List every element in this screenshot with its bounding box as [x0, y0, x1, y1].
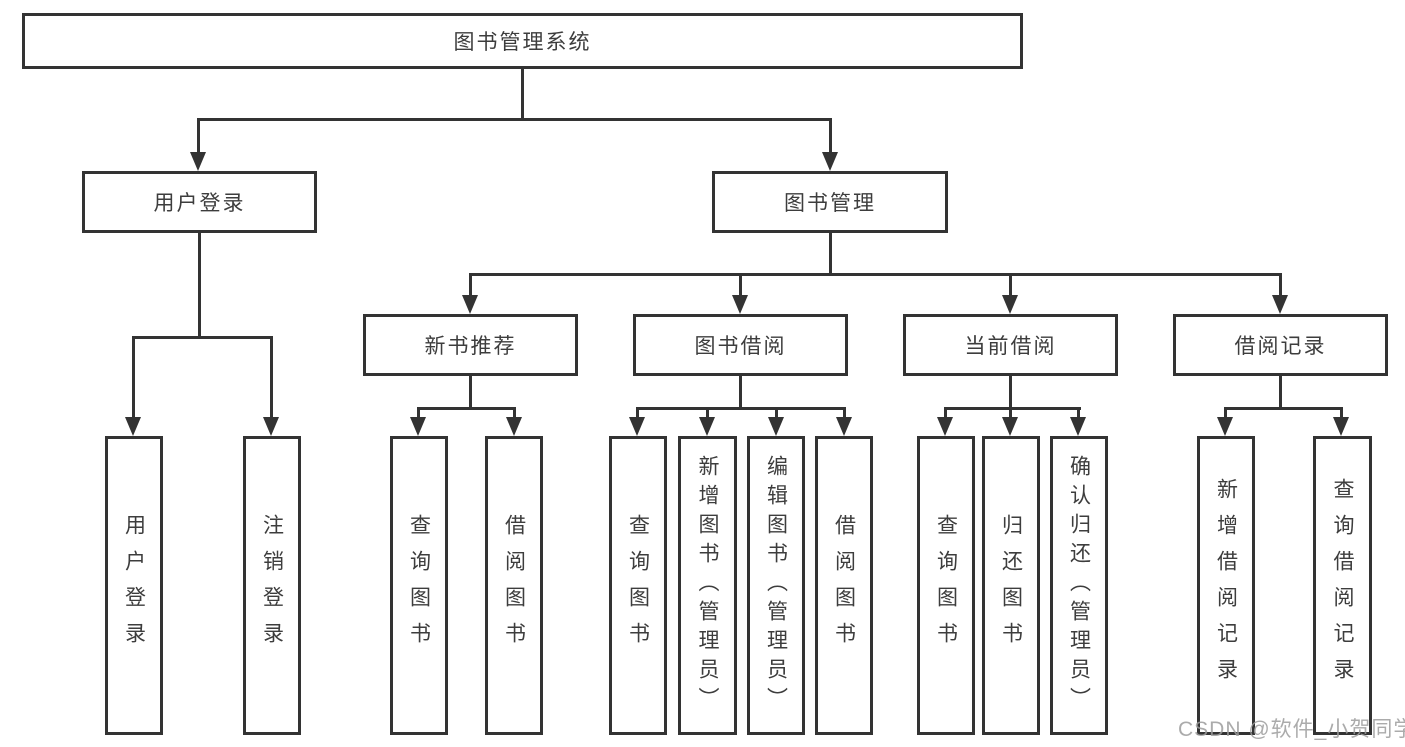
leaf-recommend-borrow-books: 借阅图书: [485, 436, 543, 735]
arrowhead-current-confirm: [1070, 417, 1086, 436]
arrowhead-borrow-add: [699, 417, 715, 436]
node-new-book-recommend: 新书推荐: [363, 314, 578, 376]
connector-recommend-rail: [417, 407, 516, 410]
arrowhead-records-add: [1217, 417, 1233, 436]
connector-to-current-return: [1009, 407, 1012, 418]
connector-records-rail: [1224, 407, 1343, 410]
connector-to-book-management: [829, 118, 832, 153]
connector-to-leaf-logout: [270, 336, 273, 418]
arrowhead-borrow-records: [1272, 295, 1288, 314]
arrowhead-leaf-logout: [263, 417, 279, 436]
leaf-confirm-return-admin-label: 确认归还（管理员）: [1067, 455, 1091, 716]
leaf-return-book: 归还图书: [982, 436, 1040, 735]
leaf-user-login: 用户登录: [105, 436, 163, 735]
node-borrow-records: 借阅记录: [1173, 314, 1388, 376]
connector-recommend-stem: [469, 376, 472, 407]
connector-to-borrow-edit: [775, 407, 778, 418]
node-user-login: 用户登录: [82, 171, 317, 233]
connector-records-stem: [1279, 376, 1282, 407]
node-book-borrow: 图书借阅: [633, 314, 848, 376]
leaf-borrow-borrow-books-label: 借阅图书: [832, 513, 856, 658]
connector-to-records-add: [1224, 407, 1227, 418]
connector-to-borrow-add: [706, 407, 709, 418]
leaf-add-borrow-record: 新增借阅记录: [1197, 436, 1255, 735]
connector-user-login-rail: [132, 336, 273, 339]
connector-root-stem: [521, 69, 524, 118]
arrowhead-current-query: [937, 417, 953, 436]
connector-borrow-stem: [739, 376, 742, 407]
arrowhead-current-borrow: [1002, 295, 1018, 314]
arrowhead-borrow-borrow: [836, 417, 852, 436]
leaf-confirm-return-admin: 确认归还（管理员）: [1050, 436, 1108, 735]
leaf-edit-book-admin-label: 编辑图书（管理员）: [764, 455, 788, 716]
leaf-edit-book-admin: 编辑图书（管理员）: [747, 436, 805, 735]
connector-to-new-book-recommend: [469, 273, 472, 296]
connector-to-leaf-user-login: [132, 336, 135, 418]
connector-borrow-rail: [636, 407, 846, 410]
leaf-recommend-query-books-label: 查询图书: [407, 513, 431, 658]
connector-to-borrow-query: [636, 407, 639, 418]
node-book-management: 图书管理: [712, 171, 948, 233]
connector-to-borrow-borrow: [843, 407, 846, 418]
leaf-current-query-books-label: 查询图书: [934, 513, 958, 658]
leaf-borrow-borrow-books: 借阅图书: [815, 436, 873, 735]
connector-to-records-query: [1340, 407, 1343, 418]
connector-to-borrow-records: [1279, 273, 1282, 296]
connector-to-recommend-borrow: [513, 407, 516, 418]
connector-to-current-query: [944, 407, 947, 418]
connector-user-login-stem: [198, 233, 201, 336]
leaf-current-query-books: 查询图书: [917, 436, 975, 735]
connector-to-book-borrow: [739, 273, 742, 296]
leaf-recommend-borrow-books-label: 借阅图书: [502, 513, 526, 658]
arrowhead-user-login: [190, 152, 206, 171]
leaf-query-borrow-record-label: 查询借阅记录: [1331, 477, 1354, 694]
arrowhead-current-return: [1002, 417, 1018, 436]
connector-book-mgmt-rail: [469, 273, 1282, 276]
leaf-recommend-query-books: 查询图书: [390, 436, 448, 735]
leaf-add-book-admin-label: 新增图书（管理员）: [696, 455, 719, 716]
arrowhead-records-query: [1333, 417, 1349, 436]
leaf-return-book-label: 归还图书: [999, 513, 1023, 658]
arrowhead-book-management: [822, 152, 838, 171]
connector-to-recommend-query: [417, 407, 420, 418]
connector-to-current-borrow: [1009, 273, 1012, 296]
connector-root-rail: [197, 118, 832, 121]
arrowhead-recommend-borrow: [506, 417, 522, 436]
arrowhead-borrow-edit: [768, 417, 784, 436]
arrowhead-leaf-user-login: [125, 417, 141, 436]
leaf-logout: 注销登录: [243, 436, 301, 735]
arrowhead-borrow-query: [629, 417, 645, 436]
leaf-query-borrow-record: 查询借阅记录: [1313, 436, 1372, 735]
leaf-add-borrow-record-label: 新增借阅记录: [1214, 477, 1238, 694]
connector-to-current-confirm: [1077, 407, 1080, 418]
csdn-watermark: CSDN @软件_小贺同学: [1178, 718, 1405, 741]
leaf-add-book-admin: 新增图书（管理员）: [678, 436, 737, 735]
connector-to-user-login: [197, 118, 200, 153]
leaf-borrow-query-books-label: 查询图书: [626, 513, 650, 658]
node-current-borrow: 当前借阅: [903, 314, 1118, 376]
node-library-management-system: 图书管理系统: [22, 13, 1023, 69]
leaf-borrow-query-books: 查询图书: [609, 436, 667, 735]
connector-book-mgmt-stem: [829, 233, 832, 273]
arrowhead-recommend-query: [410, 417, 426, 436]
leaf-user-login-label: 用户登录: [122, 513, 146, 658]
connector-current-stem: [1009, 376, 1012, 407]
leaf-logout-label: 注销登录: [260, 513, 284, 658]
connector-current-rail: [944, 407, 1081, 410]
arrowhead-book-borrow: [732, 295, 748, 314]
arrowhead-new-book-recommend: [462, 295, 478, 314]
